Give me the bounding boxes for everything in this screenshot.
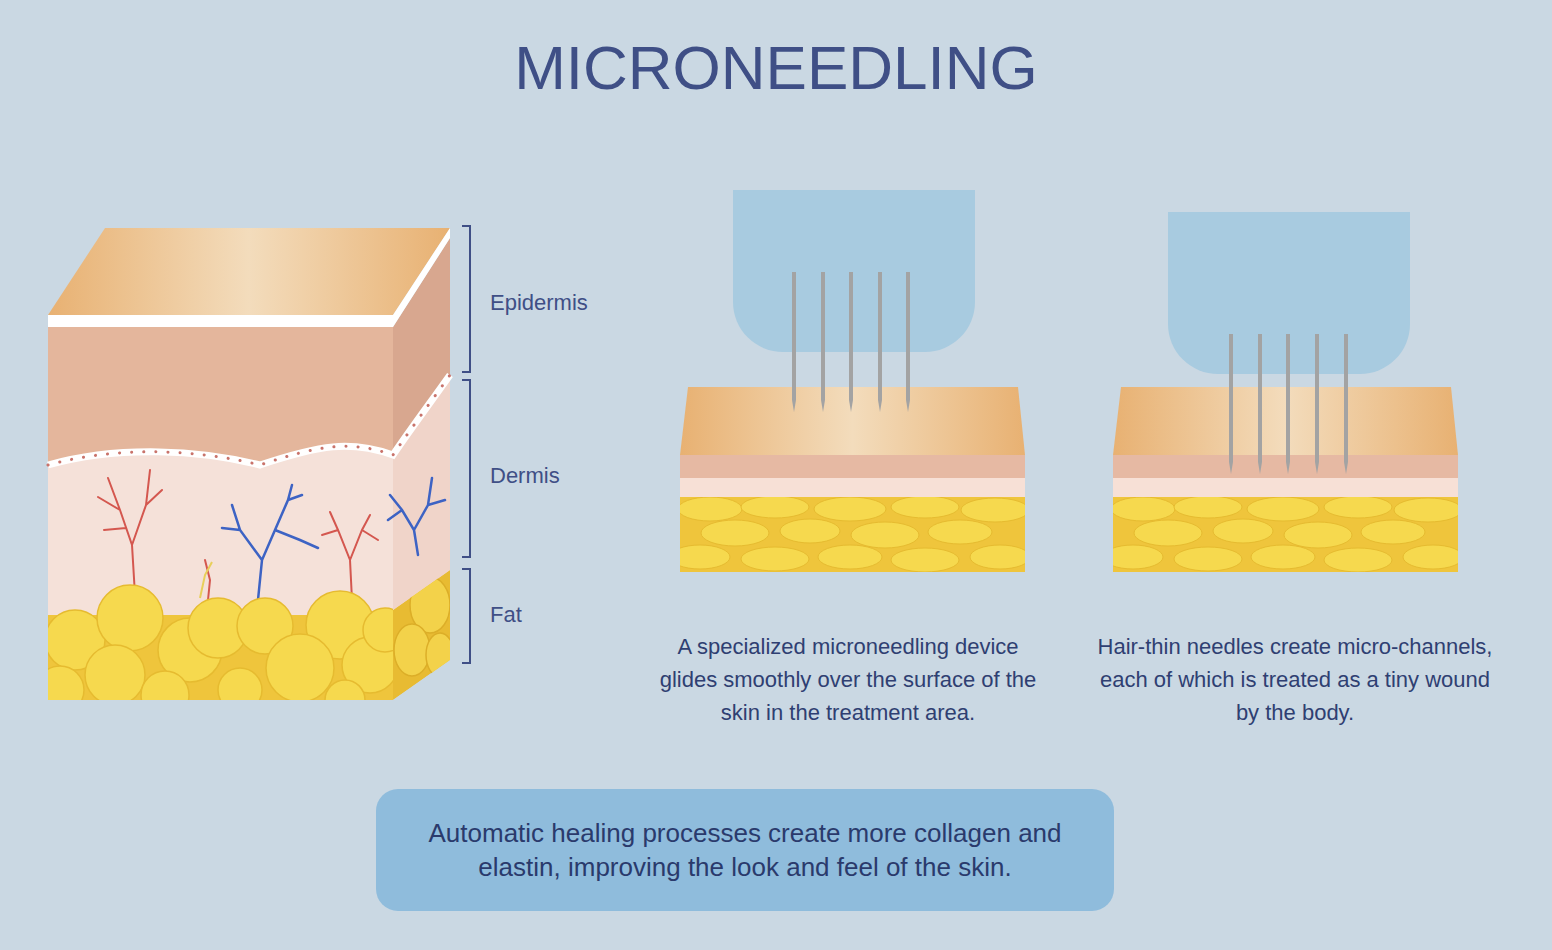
layer-label: Fat <box>490 598 650 631</box>
skin-cube <box>48 666 84 700</box>
skin-cube <box>388 478 445 555</box>
skin-cube <box>200 562 212 598</box>
box-text: Automatic healing processes create more … <box>404 816 1086 884</box>
treatment-step-one <box>733 190 975 352</box>
treatment-step-two <box>1103 212 1463 572</box>
skin-cube <box>98 470 162 595</box>
summary-box: Automatic healing processes create more … <box>376 789 1114 911</box>
skin-cube <box>218 668 262 700</box>
skin-cube <box>393 570 454 700</box>
step-caption: Hair-thin needles create micro-channels,… <box>1095 630 1495 729</box>
layer-label: Epidermis <box>490 286 650 319</box>
treatment-step-two <box>1315 334 1319 474</box>
treatment-step-one <box>670 190 1030 572</box>
skin-cube <box>48 228 450 315</box>
step-caption: A specialized microneedling device glide… <box>648 630 1048 729</box>
diagram-title: MICRONEEDLING <box>0 30 1552 106</box>
skin-cube <box>85 645 145 700</box>
skin-cube <box>222 478 445 600</box>
treatment-step-one <box>849 272 853 412</box>
skin-cube <box>141 671 189 700</box>
skin-cube <box>426 633 454 677</box>
layer-bracket <box>462 380 470 557</box>
skin-cube <box>48 228 450 327</box>
treatment-step-two <box>1229 334 1233 474</box>
skin-cube <box>48 375 450 465</box>
layer-bracket <box>462 226 470 372</box>
treatment-step-two <box>1344 334 1348 474</box>
skin-cube <box>394 577 454 677</box>
treatment-step-two <box>1258 334 1262 474</box>
skin-cube <box>325 680 365 700</box>
treatment-step-one <box>670 387 1030 572</box>
layer-bracket <box>462 226 470 663</box>
skin-cube <box>97 585 163 651</box>
skin-cube <box>394 624 430 676</box>
treatment-step-two <box>1286 334 1290 474</box>
treatment-step-two <box>1103 387 1463 572</box>
skin-cube <box>48 585 393 700</box>
skin-cube <box>322 512 378 600</box>
skin-cube <box>98 470 378 600</box>
skin-cube <box>363 608 393 652</box>
treatment-step-one <box>821 272 825 412</box>
skin-cube <box>36 228 454 720</box>
treatment-step-one <box>906 272 910 412</box>
layer-bracket <box>462 569 470 663</box>
layer-label: Dermis <box>490 459 650 492</box>
skin-cube <box>48 375 450 465</box>
skin-cube <box>222 485 318 600</box>
skin-cube <box>48 585 393 700</box>
treatment-step-one <box>878 272 882 412</box>
treatment-step-one <box>792 272 796 412</box>
skin-cube <box>266 634 334 700</box>
